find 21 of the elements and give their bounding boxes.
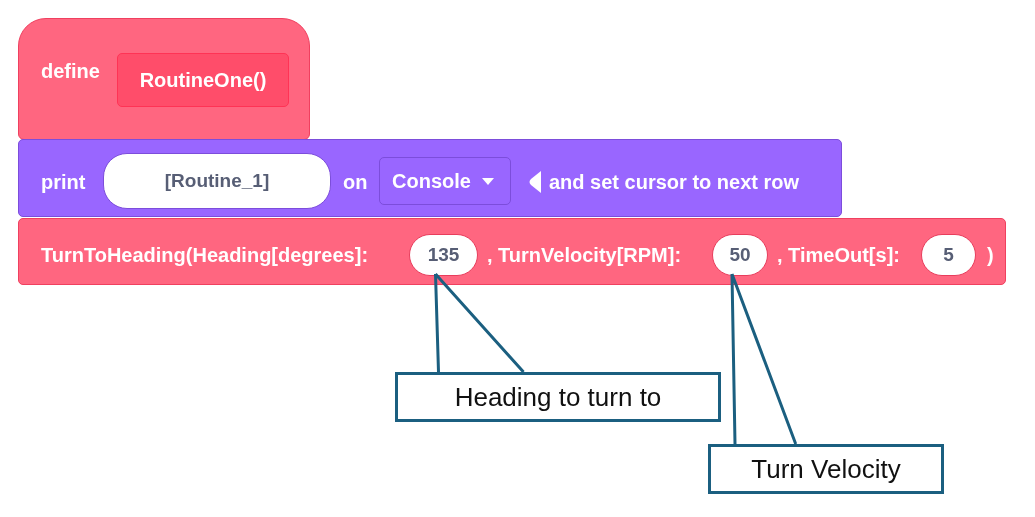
block-label: , TurnVelocity[RPM]:	[487, 243, 682, 267]
turn-to-heading-block	[18, 218, 1006, 285]
callout-pointer	[730, 272, 798, 446]
number-field: 5	[921, 234, 976, 276]
text-field: [Routine_1]	[103, 153, 331, 209]
block-label: and set cursor to next row	[549, 170, 800, 194]
block-label: TurnToHeading(Heading[degrees]:	[41, 243, 369, 267]
block-label: on	[343, 170, 368, 194]
callout-pointer	[434, 272, 525, 374]
number-field: 135	[409, 234, 478, 276]
callout-box: Turn Velocity	[708, 444, 944, 494]
define-block	[18, 18, 310, 140]
block-label: )	[987, 243, 994, 267]
dropdown-menu: Console	[379, 157, 511, 205]
block-label: , TimeOut[s]:	[777, 243, 900, 267]
number-field: 50	[712, 234, 768, 276]
procedure-name-block: RoutineOne()	[117, 53, 289, 107]
callout-box: Heading to turn to	[395, 372, 721, 422]
print-block	[18, 139, 842, 217]
block-label: print	[41, 170, 86, 194]
block-label: define	[41, 59, 100, 83]
